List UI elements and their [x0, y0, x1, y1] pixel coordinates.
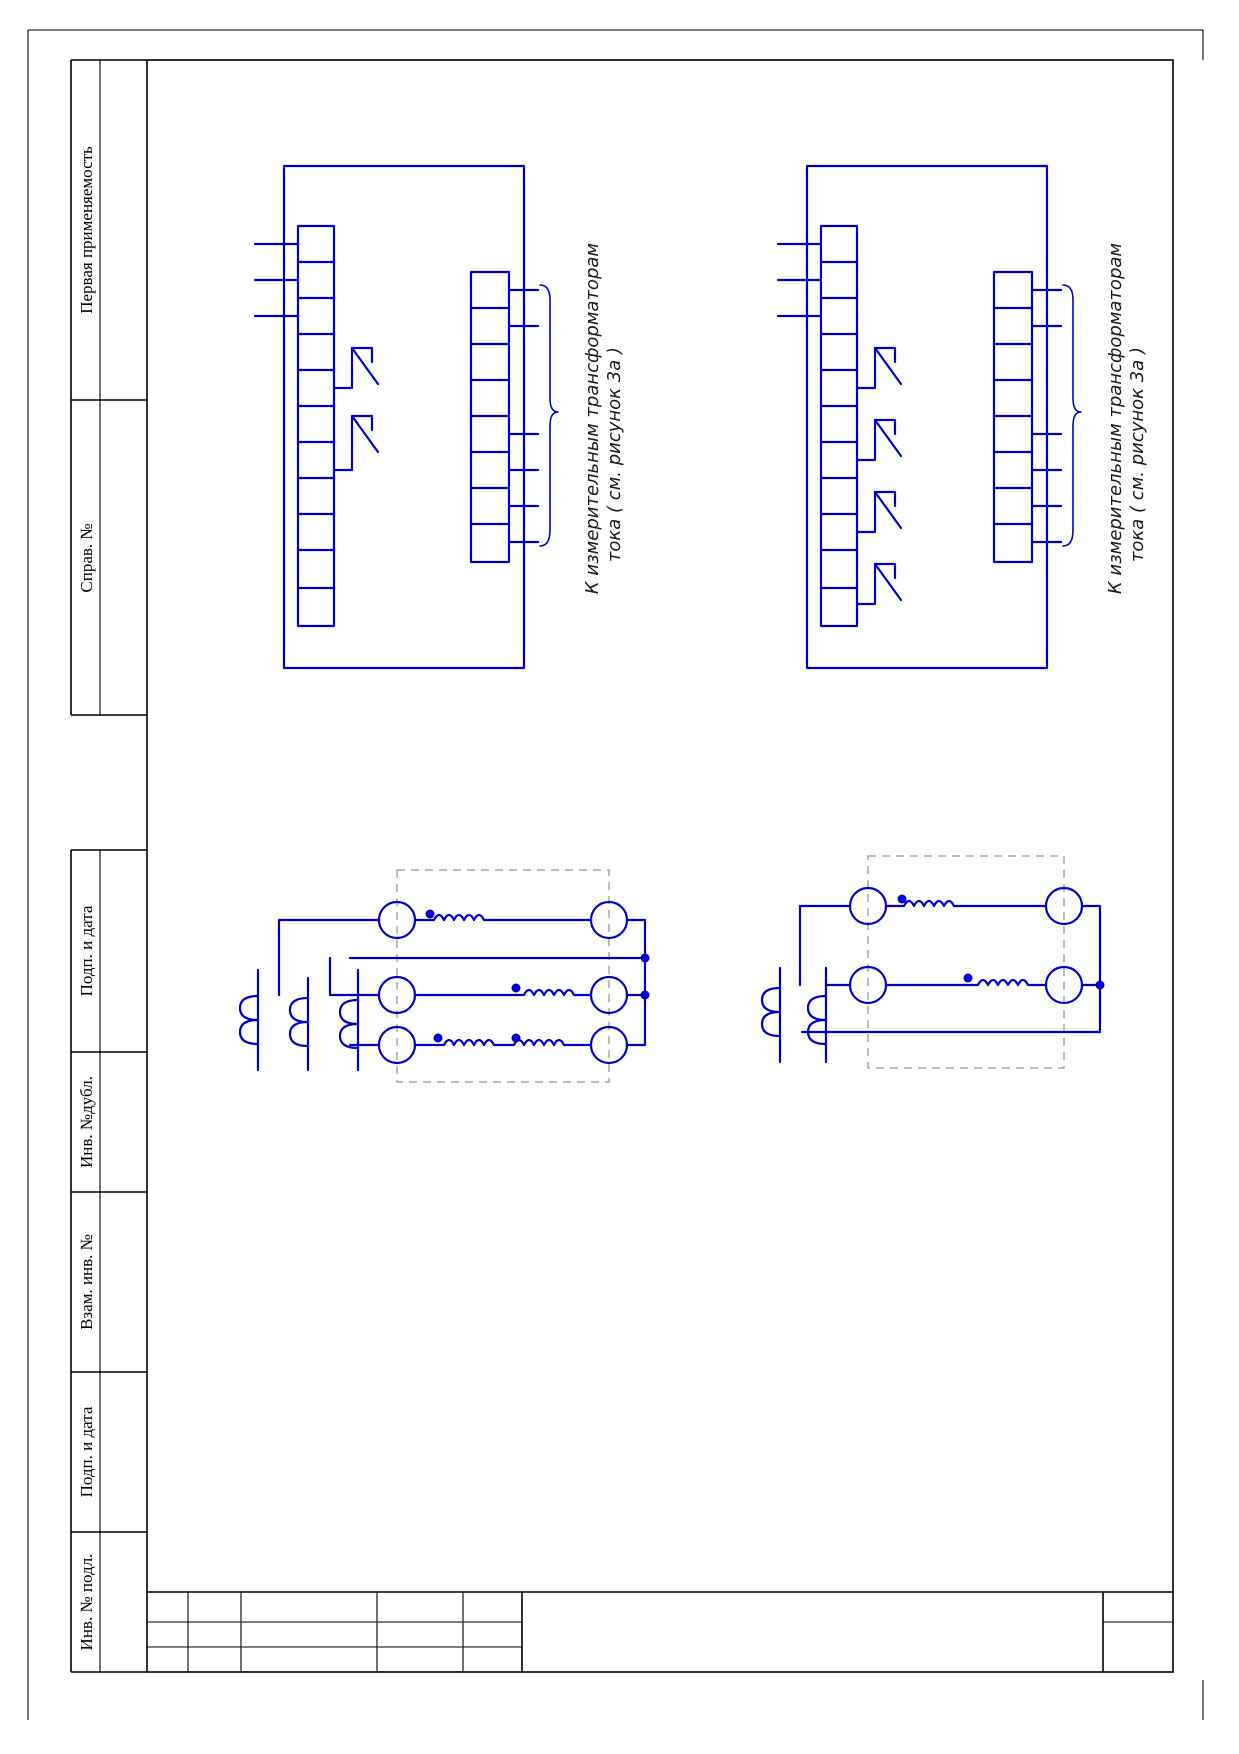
annotation-upper-line2: тока ( см. рисунок 3а ) [604, 347, 625, 562]
label-podp-i-data-top: Подп. и дата [77, 905, 96, 996]
title-block [147, 1591, 1173, 1672]
current-circuit-three-ct [238, 869, 650, 1083]
label-pervaya-primenyaemost: Первая применяемость [77, 146, 96, 314]
left-margin-strip [70, 59, 147, 1673]
device-enclosure [282, 164, 526, 670]
label-inv-no-podl: Инв. № подл. [77, 1554, 96, 1651]
dashed-device-border [396, 869, 610, 1083]
label-sprav-no: Справ. № [77, 523, 96, 592]
label-vzam-inv-no: Взам. инв. № [77, 1234, 96, 1330]
trim-marks [27, 29, 1204, 1720]
drawing-frame [146, 59, 1174, 1673]
current-circuit-two-ct [760, 855, 1105, 1069]
annotation-lower-line2: тока ( см. рисунок 3а ) [1127, 347, 1148, 562]
device-enclosure [805, 164, 1049, 670]
terminal-assembly-upper-right [776, 164, 1082, 670]
terminal-assembly-upper-left [253, 164, 559, 670]
dashed-device-border [867, 855, 1065, 1069]
terminal-strip-left [819, 224, 859, 628]
annotation-upper-line1: К измерительным трансформаторам [582, 243, 603, 594]
terminal-strip-left [296, 224, 336, 628]
annotation-lower-line1: К измерительным трансформаторам [1105, 243, 1126, 594]
label-inv-no-dubl: Инв. №дубл. [77, 1076, 96, 1168]
label-podp-i-data-bottom: Подп. и дата [77, 1406, 96, 1497]
